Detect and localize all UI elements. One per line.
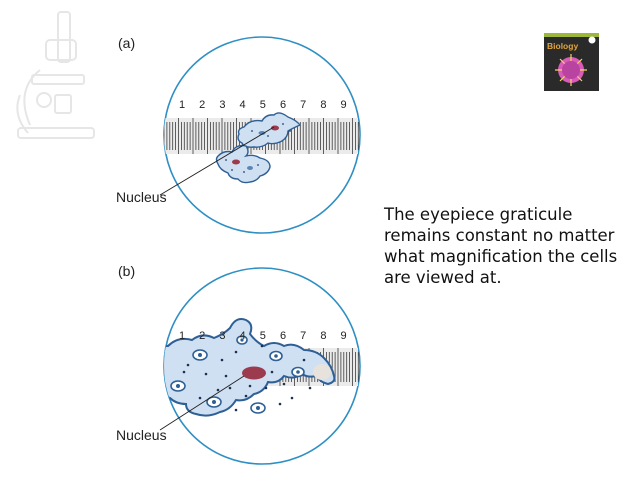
- panel-a-nucleus: [271, 125, 279, 131]
- granule: [290, 396, 294, 400]
- caption-line: are viewed at.: [384, 268, 502, 287]
- scale-number: 4: [240, 99, 246, 111]
- panel-b-granules: [182, 344, 312, 412]
- scale-number: 2: [199, 99, 205, 111]
- caption-line: remains constant no matter: [384, 226, 615, 245]
- granule: [234, 350, 238, 354]
- book-cover-badge-icon: [588, 36, 596, 44]
- granule: [234, 408, 238, 412]
- scale-number: 7: [300, 99, 306, 111]
- microscope-watermark: [16, 11, 95, 139]
- panel-a-label: (a): [118, 35, 135, 51]
- scale-number: 1: [179, 99, 185, 111]
- panel-a-granules: [225, 123, 291, 173]
- panel-b-scale-numbers: 1 2 3 4 5 6 7 8 9: [179, 330, 347, 342]
- scale-number: 7: [300, 330, 306, 342]
- granule: [244, 394, 248, 398]
- panel-b-view: 1 2 3 4 5 6 7 8 9: [163, 267, 361, 465]
- granule: [248, 384, 252, 388]
- granule: [220, 358, 224, 362]
- granule: [308, 386, 312, 390]
- book-cover: Biology: [544, 33, 599, 91]
- granule: [302, 358, 306, 362]
- panel-a-nucleus-pointer: [159, 126, 275, 196]
- panel-b-inclusion: [313, 364, 331, 380]
- book-cover-title: Biology: [547, 41, 578, 51]
- scale-number: 2: [199, 330, 205, 342]
- panel-a-scale-numbers: 1 2 3 4 5 6 7 8 9: [179, 99, 347, 111]
- caption-line: what magnification the cells: [384, 247, 618, 266]
- caption-line: The eyepiece graticule: [384, 205, 573, 224]
- panel-b-nucleus-pointer: [159, 375, 245, 431]
- panel-b-nucleus: [242, 366, 266, 380]
- scale-number: 3: [219, 330, 225, 342]
- scale-number: 3: [219, 99, 225, 111]
- granule: [216, 388, 220, 392]
- scale-number: 8: [320, 330, 326, 342]
- granule: [282, 382, 286, 386]
- granule: [228, 386, 232, 390]
- scale-number: 5: [260, 330, 266, 342]
- panel-b-cell: [164, 318, 336, 417]
- granule: [264, 386, 268, 390]
- granule: [186, 363, 190, 367]
- scale-number: 5: [260, 99, 266, 111]
- granule: [270, 370, 274, 374]
- panel-b-nucleus-label: Nucleus: [116, 427, 167, 443]
- scale-number: 4: [240, 330, 246, 342]
- scale-number: 6: [280, 330, 286, 342]
- panel-a-vacuole: [247, 166, 253, 170]
- panel-b-label: (b): [118, 263, 135, 279]
- granule: [224, 374, 228, 378]
- granule: [182, 370, 186, 374]
- scale-number: 9: [341, 99, 347, 111]
- granule: [260, 344, 264, 348]
- granule: [198, 396, 202, 400]
- panel-a-view: 1 2 3 4 5 6 7 8 9: [163, 36, 361, 234]
- scale-number: 9: [341, 330, 347, 342]
- panel-a-vacuole: [258, 131, 266, 135]
- panel-a-nucleus: [232, 159, 240, 165]
- panel-a-cell-lower: [215, 144, 271, 184]
- granule: [204, 372, 208, 376]
- panel-a-nucleus-label: Nucleus: [116, 189, 167, 205]
- scale-number: 1: [179, 330, 185, 342]
- panel-b-vacuole-cores: [176, 338, 300, 410]
- scale-number: 8: [320, 99, 326, 111]
- caption-text: The eyepiece graticule remains constant …: [384, 204, 624, 288]
- scale-number: 6: [280, 99, 286, 111]
- granule: [278, 402, 282, 406]
